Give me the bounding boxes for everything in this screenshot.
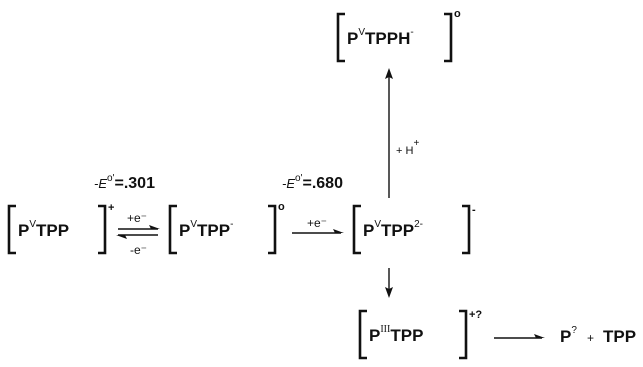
- species-pv-tpp-neutral: PVTPP- o: [168, 201, 285, 255]
- species-text: PVTPP: [18, 219, 69, 240]
- species-text: PVTPP2-: [363, 219, 423, 240]
- species-pv-tpph: PVTPPH- o: [336, 8, 461, 63]
- species-pv-tpp-cation: PVTPP +: [7, 202, 114, 255]
- products: P? + TPP: [560, 325, 636, 346]
- reagent-plus-electron-2: +e⁻: [307, 216, 327, 230]
- reagent-proton: + H+: [396, 138, 419, 157]
- reduction-arrow: +e⁻: [292, 216, 344, 234]
- equilibrium-arrows: +e⁻ -e⁻: [116, 211, 160, 257]
- decomposition-arrow: [385, 268, 393, 298]
- product-plus: +: [587, 331, 594, 345]
- species-charge: o: [278, 201, 285, 213]
- species-pv-tpp-anion: PVTPP2- -: [352, 204, 476, 255]
- product-p: P?: [560, 325, 577, 346]
- species-charge: o: [454, 8, 461, 20]
- species-piii-tpp: PIIITPP +?: [358, 309, 482, 360]
- protonation-arrow: + H+: [385, 68, 419, 198]
- product-tpp: TPP: [603, 327, 636, 346]
- species-charge: +: [108, 202, 114, 214]
- final-arrow: [494, 334, 545, 339]
- reagent-minus-electron: -e⁻: [130, 243, 147, 257]
- potential-2: -Eo'=.680: [282, 173, 343, 192]
- species-text: PVTPP-: [179, 219, 233, 240]
- species-text: PIIITPP: [369, 324, 423, 345]
- species-charge: -: [472, 204, 476, 216]
- species-text: PVTPPH-: [347, 27, 414, 48]
- reagent-plus-electron: +e⁻: [127, 211, 147, 225]
- species-charge: +?: [469, 309, 482, 321]
- potential-1: -Eo'=.301: [94, 173, 155, 192]
